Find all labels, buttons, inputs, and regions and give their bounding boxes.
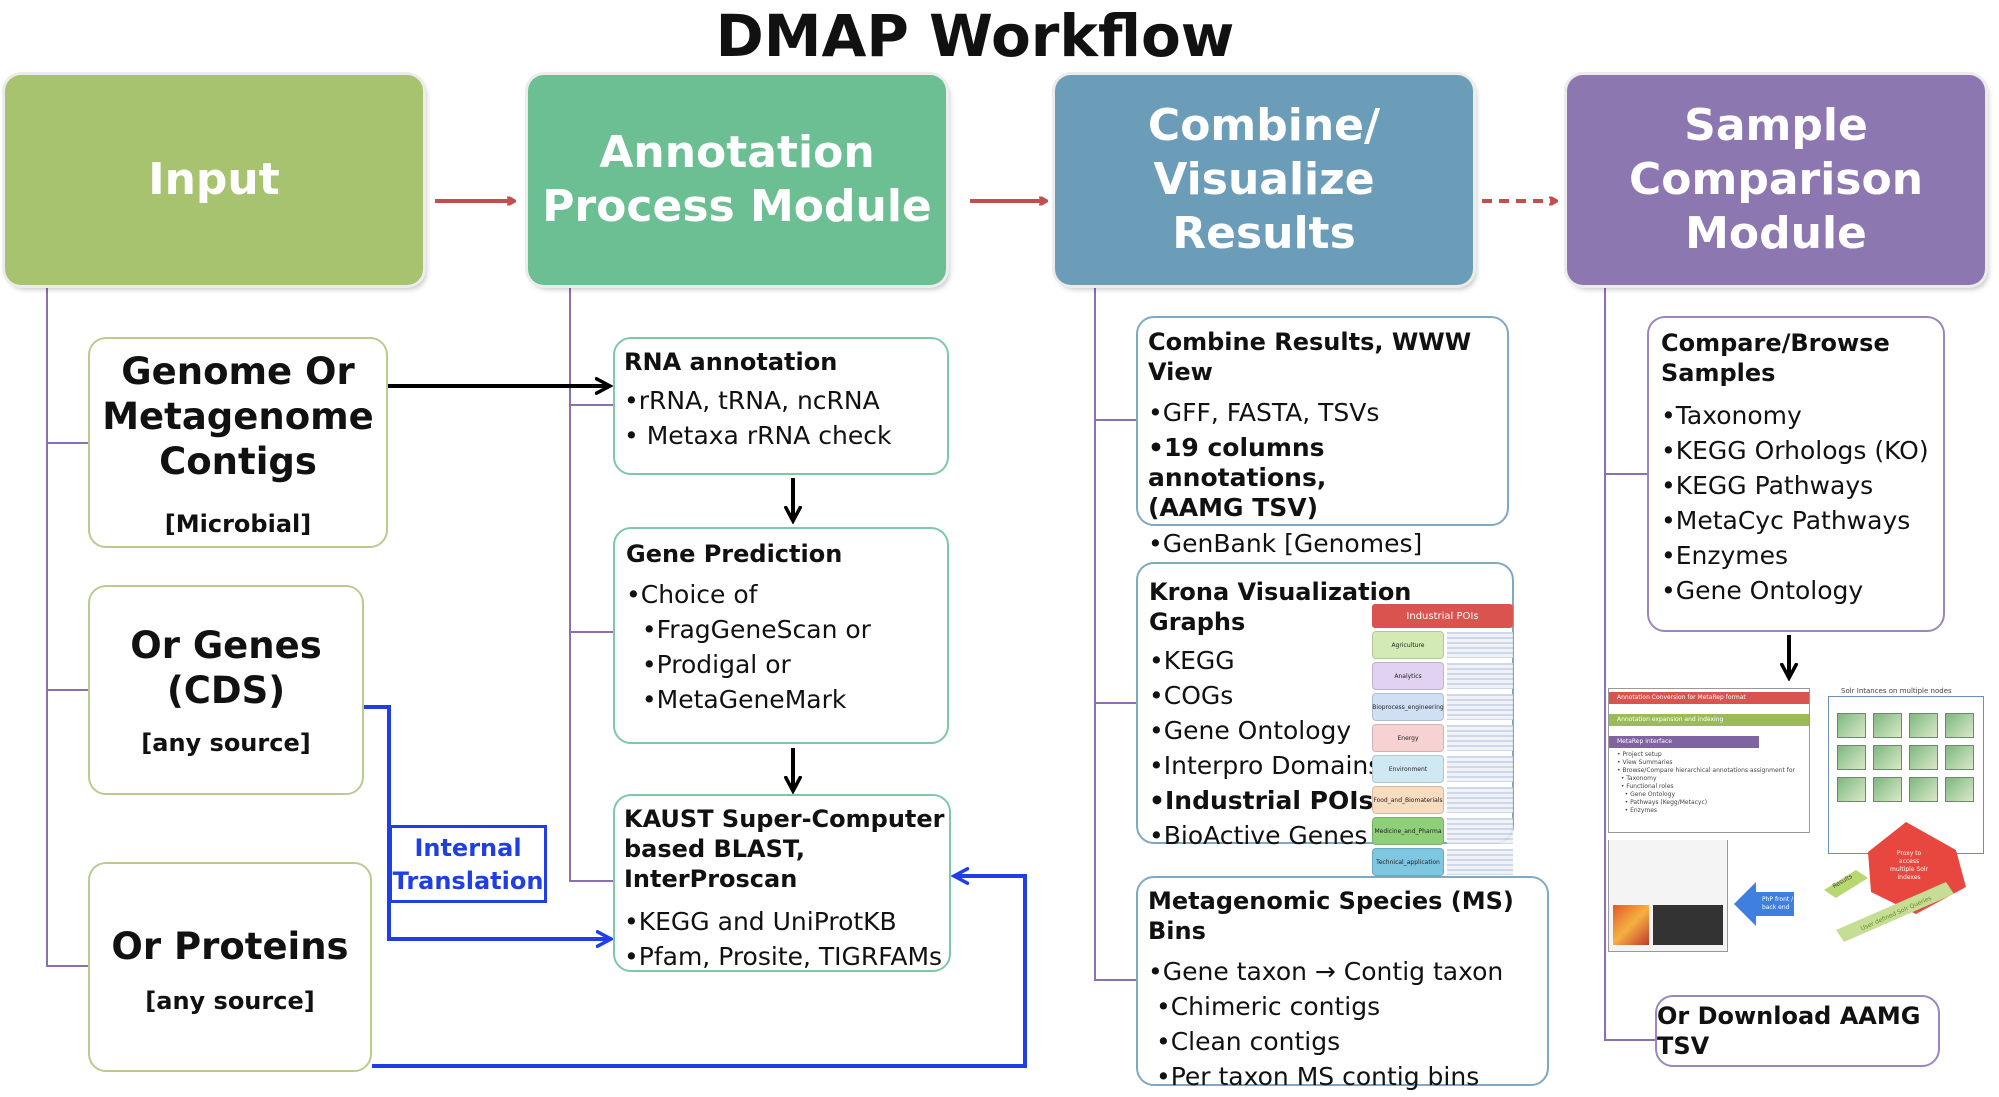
krona-thumb-row: Food_and_Biomaterials [1372, 786, 1444, 814]
genes-source: [any source] [141, 729, 311, 758]
krona-thumb-row: Technical_application [1372, 848, 1444, 876]
gene-title: Gene Prediction [626, 540, 843, 568]
krona-item: •Gene Ontology [1149, 716, 1352, 745]
genome-source: [Microbial] [164, 510, 312, 539]
ms-item: •Gene taxon → Contig taxon [1148, 957, 1504, 986]
krona-thumb-row: Bioprocess_engineering [1372, 693, 1444, 721]
ms-item: •Chimeric contigs [1148, 992, 1381, 1021]
results-table-thumb [1606, 834, 1730, 840]
krona-thumb-row: Analytics [1372, 662, 1444, 690]
rna-annotation-box: RNA annotation •rRNA, tRNA, ncRNA • Meta… [613, 337, 949, 475]
arrow-genes-to-kaust [353, 705, 611, 939]
kaust-item: •Pfam, Prosite, TIGRFAMs [624, 942, 943, 971]
compare-item: •KEGG Orhologs (KO) [1661, 436, 1929, 465]
proteins-box: Or Proteins [any source] [88, 862, 372, 1072]
download-label: Or Download AAMG TSV [1657, 1002, 1921, 1060]
compare-item: •Enzymes [1661, 541, 1789, 570]
proxy-label: Proxy to access multiple Solr indexes [1890, 850, 1929, 881]
solr-architecture-collage: Annotation Conversion for MetaRep format… [1606, 682, 1988, 952]
www-title: Combine Results, WWW View [1148, 328, 1472, 386]
krona-thumb-row: Energy [1372, 724, 1444, 752]
krona-thumbnail: Industrial POIs Agriculture Analytics Bi… [1372, 604, 1513, 876]
php-arrow [1734, 882, 1794, 926]
krona-thumb-row: Medicine_and_Pharma [1372, 817, 1444, 845]
gene-item: •Choice of [626, 580, 758, 609]
ms-item: •Per taxon MS contig bins [1148, 1062, 1480, 1091]
genome-title: Genome Or Metagenome Contigs [102, 350, 374, 484]
ms-item: •Clean contigs [1148, 1027, 1341, 1056]
results-arrow [1824, 870, 1868, 898]
krona-item: •Industrial POIs [1149, 786, 1374, 815]
compare-item: •Gene Ontology [1661, 576, 1864, 605]
compare-title: Compare/Browse Samples [1661, 329, 1890, 387]
conversion-bar: Annotation Conversion for MetaRep format [1609, 692, 1809, 704]
krona-thumb-header: Industrial POIs [1372, 604, 1513, 628]
kaust-title: KAUST Super-Computer based BLAST, InterP… [624, 805, 945, 893]
header-sample: Sample Comparison Module [1567, 75, 1985, 285]
header-combine: Combine/ Visualize Results [1055, 75, 1473, 285]
krona-item: •BioActive Genes [1149, 821, 1368, 850]
solr-title: Solr Intances on multiple nodes [1841, 687, 1952, 695]
proteins-title: Or Proteins [111, 925, 349, 968]
www-item: •19 columns annotations, (AAMG TSV) [1148, 433, 1327, 522]
query-arrow [1836, 882, 1954, 942]
header-input: Input [5, 75, 423, 285]
proteins-source: [any source] [145, 987, 315, 1016]
page-title: DMAP Workflow [715, 2, 1235, 70]
krona-title: Krona Visualization Graphs [1149, 578, 1412, 636]
metarep-panel: Annotation Conversion for MetaRep format… [1608, 688, 1810, 833]
rna-item: •rRNA, tRNA, ncRNA [624, 386, 880, 415]
expansion-bar: Annotation expansion and indexing [1609, 714, 1809, 726]
combine-www-box: Combine Results, WWW View •GFF, FASTA, T… [1136, 316, 1509, 558]
krona-item: •Interpro Domains [1149, 751, 1382, 780]
kaust-item: •KEGG and UniProtKB [624, 907, 897, 936]
compare-item: •Taxonomy [1661, 401, 1802, 430]
gene-item: •FragGeneScan or [626, 615, 871, 644]
gene-item: •MetaGeneMark [626, 685, 847, 714]
genes-box: Or Genes (CDS) [any source] [88, 585, 364, 795]
compare-browse-box: Compare/Browse Samples •Taxonomy •KEGG O… [1647, 316, 1945, 632]
internal-translation-label: Internal Translation [389, 825, 547, 903]
ms-title: Metagenomic Species (MS) Bins [1148, 887, 1514, 945]
gene-prediction-box: Gene Prediction •Choice of •FragGeneScan… [613, 527, 949, 744]
download-aamg-box: Or Download AAMG TSV [1655, 995, 1940, 1067]
metarep-bar: MetaRep interface [1609, 736, 1759, 748]
krona-thumb-row: Environment [1372, 755, 1444, 783]
genes-title: Or Genes (CDS) [130, 624, 322, 713]
rna-item: • Metaxa rRNA check [624, 421, 892, 450]
metarep-menu: • Project setup • View Summaries • Brows… [1617, 751, 1795, 814]
www-item: •GFF, FASTA, TSVs [1148, 398, 1380, 427]
header-annotation: Annotation Process Module [528, 75, 946, 285]
screenshot-thumb [1608, 834, 1728, 952]
arrow-proteins-to-kaust [372, 876, 1027, 1068]
genome-box: Genome Or Metagenome Contigs [Microbial] [88, 337, 388, 548]
krona-item: •KEGG [1149, 646, 1235, 675]
compare-item: •KEGG Pathways [1661, 471, 1874, 500]
gene-item: •Prodigal or [626, 650, 791, 679]
krona-item: •COGs [1149, 681, 1234, 710]
collage-arrows [1734, 822, 1966, 942]
rna-title: RNA annotation [624, 348, 838, 376]
php-label: PhP front / back end [1762, 896, 1794, 911]
krona-thumb-row: Agriculture [1372, 631, 1444, 659]
compare-item: •MetaCyc Pathways [1661, 506, 1911, 535]
ms-bins-box: Metagenomic Species (MS) Bins •Gene taxo… [1136, 876, 1549, 1091]
kaust-box: KAUST Super-Computer based BLAST, InterP… [613, 794, 951, 972]
www-item: •GenBank [Genomes] [1148, 529, 1423, 558]
